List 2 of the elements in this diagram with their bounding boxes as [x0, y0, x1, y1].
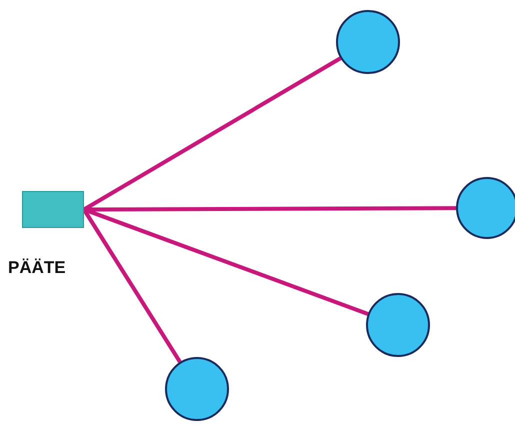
node-caption: PÄÄTE	[8, 258, 66, 278]
terminal-box	[22, 191, 84, 228]
